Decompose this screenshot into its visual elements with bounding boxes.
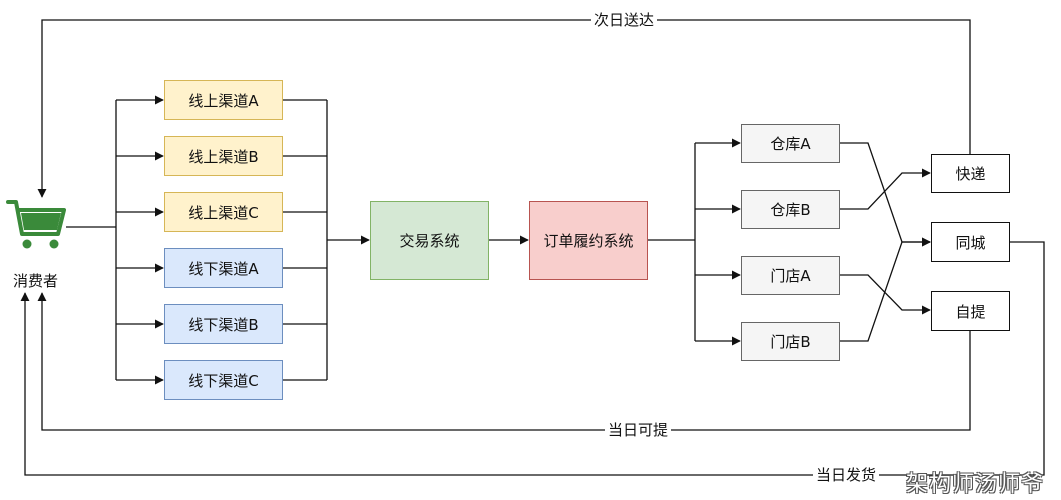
channel-online-b[interactable]: 线上渠道B <box>164 136 283 176</box>
channel-offline-a[interactable]: 线下渠道A <box>164 248 283 288</box>
edge-label-next-day: 次日送达 <box>591 11 658 29</box>
source-warehouse-b[interactable]: 仓库B <box>741 190 840 229</box>
delivery-self-pickup[interactable]: 自提 <box>931 291 1010 331</box>
delivery-express[interactable]: 快递 <box>931 154 1010 193</box>
edge-express-next-day <box>37 19 971 198</box>
edge-pickup-same-day <box>37 292 971 431</box>
edge-source4-city <box>840 237 931 342</box>
watermark: 架构师汤师爷 <box>906 472 1045 497</box>
edge-label-same-day-pickup: 当日可提 <box>605 421 672 439</box>
channel-online-a[interactable]: 线上渠道A <box>164 80 283 120</box>
channel-offline-c[interactable]: 线下渠道C <box>164 360 283 400</box>
source-warehouse-a[interactable]: 仓库A <box>741 124 840 163</box>
edge-label-same-day-ship: 当日发货 <box>813 466 880 484</box>
fulfillment-system[interactable]: 订单履约系统 <box>529 201 648 280</box>
consumer-label: 消费者 <box>13 272 59 290</box>
trade-system[interactable]: 交易系统 <box>370 201 489 280</box>
channel-online-c[interactable]: 线上渠道C <box>164 192 283 232</box>
source-store-b[interactable]: 门店B <box>741 322 840 361</box>
source-store-a[interactable]: 门店A <box>741 256 840 295</box>
edge-source2-express <box>840 168 931 210</box>
channel-offline-b[interactable]: 线下渠道B <box>164 304 283 344</box>
shopping-cart-icon <box>6 200 66 249</box>
delivery-same-city[interactable]: 同城 <box>931 222 1010 262</box>
edge-source1-city <box>840 142 931 247</box>
edge-city-same-day <box>20 241 1045 476</box>
